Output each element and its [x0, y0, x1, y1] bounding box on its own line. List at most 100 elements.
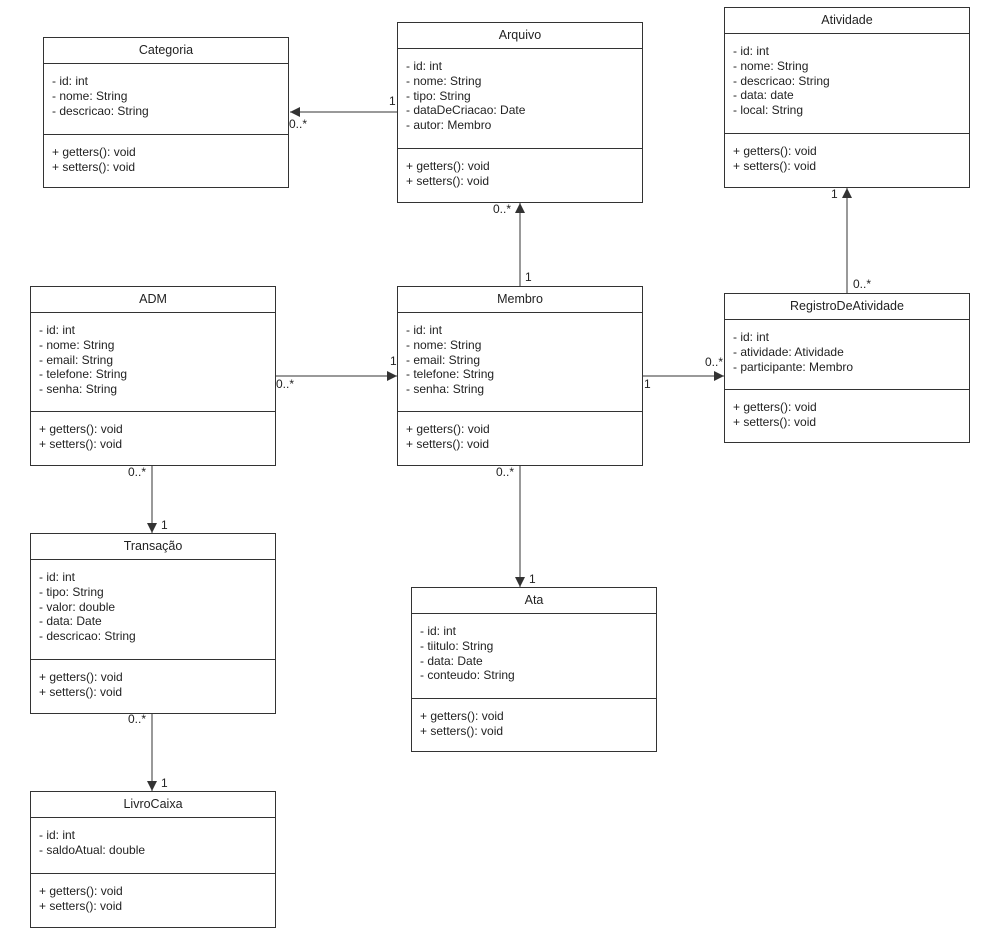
attribute: - participante: Membro: [733, 359, 854, 374]
multiplicity-label: 1: [390, 354, 397, 368]
operation: + setters(): void: [406, 173, 490, 188]
attribute: - descricao: String: [52, 103, 149, 118]
attribute: - id: int: [39, 570, 76, 584]
attributes-section: - id: int - saldoAtual: double: [31, 818, 275, 874]
class-name: Arquivo: [398, 23, 642, 49]
operations-section: + getters(): void + setters(): void: [44, 135, 288, 175]
class-name: ADM: [31, 287, 275, 313]
attribute: - descricao: String: [39, 629, 136, 644]
operations-section: + getters(): void + setters(): void: [31, 874, 275, 914]
operation: + getters(): void: [733, 144, 817, 158]
class-name: Categoria: [44, 38, 288, 64]
attributes-section: - id: int - nome: String - tipo: String …: [398, 49, 642, 149]
multiplicity-label: 0..*: [493, 202, 512, 216]
attribute: - id: int: [52, 74, 89, 88]
multiplicity-label: 0..*: [128, 712, 147, 726]
attribute: - autor: Membro: [406, 118, 492, 133]
class-name: Ata: [412, 588, 656, 614]
attribute: - descricao: String: [733, 73, 830, 88]
class-adm: ADM - id: int - nome: String - email: St…: [30, 286, 276, 466]
operation: + setters(): void: [733, 158, 817, 173]
operation: + getters(): void: [52, 145, 136, 159]
attribute: - data: date: [733, 88, 794, 103]
class-ata: Ata - id: int - tiitulo: String - data: …: [411, 587, 657, 752]
attributes-section: - id: int - nome: String - descricao: St…: [44, 64, 288, 135]
class-membro: Membro - id: int - nome: String - email:…: [397, 286, 643, 466]
operations-section: + getters(): void + setters(): void: [398, 149, 642, 189]
operation: + getters(): void: [406, 422, 490, 436]
multiplicity-label: 0..*: [289, 117, 308, 131]
multiplicity-label: 1: [644, 377, 651, 391]
operation: + getters(): void: [420, 709, 504, 723]
multiplicity-label: 0..*: [496, 465, 515, 479]
attribute: - data: Date: [420, 653, 483, 668]
attribute: - local: String: [733, 103, 804, 118]
attribute: - id: int: [39, 323, 76, 337]
attribute: - saldoAtual: double: [39, 842, 146, 857]
multiplicity-label: 1: [161, 518, 168, 532]
operation: + getters(): void: [733, 400, 817, 414]
attribute: - email: String: [39, 352, 114, 367]
class-name: Membro: [398, 287, 642, 313]
operation: + setters(): void: [52, 159, 136, 174]
operation: + setters(): void: [733, 414, 817, 429]
attribute: - nome: String: [39, 337, 115, 352]
multiplicity-label: 1: [525, 270, 532, 284]
class-atividade: Atividade - id: int - nome: String - des…: [724, 7, 970, 188]
attribute: - dataDeCriacao: Date: [406, 103, 526, 118]
attribute: - senha: String: [406, 382, 485, 397]
operations-section: + getters(): void + setters(): void: [725, 134, 969, 174]
multiplicity-label: 0..*: [853, 277, 872, 291]
multiplicity-label: 1: [161, 776, 168, 790]
attribute: - id: int: [406, 323, 443, 337]
multiplicity-label: 1: [389, 94, 396, 108]
operations-section: + getters(): void + setters(): void: [725, 390, 969, 430]
attributes-section: - id: int - nome: String - descricao: St…: [725, 34, 969, 134]
operation: + setters(): void: [39, 898, 123, 913]
operations-section: + getters(): void + setters(): void: [412, 699, 656, 739]
attribute: - nome: String: [406, 337, 482, 352]
attribute: - nome: String: [52, 88, 128, 103]
attribute: - telefone: String: [39, 367, 128, 382]
attribute: - telefone: String: [406, 367, 495, 382]
class-registro-de-atividade: RegistroDeAtividade - id: int - atividad…: [724, 293, 970, 443]
attribute: - senha: String: [39, 382, 118, 397]
operation: + getters(): void: [406, 159, 490, 173]
multiplicity-label: 0..*: [128, 465, 147, 479]
multiplicity-label: 0..*: [705, 355, 724, 369]
attribute: - tipo: String: [406, 88, 471, 103]
class-categoria: Categoria - id: int - nome: String - des…: [43, 37, 289, 188]
attributes-section: - id: int - tipo: String - valor: double…: [31, 560, 275, 660]
class-name: RegistroDeAtividade: [725, 294, 969, 320]
class-name: LivroCaixa: [31, 792, 275, 818]
operations-section: + getters(): void + setters(): void: [31, 660, 275, 700]
attributes-section: - id: int - tiitulo: String - data: Date…: [412, 614, 656, 699]
operation: + setters(): void: [406, 436, 490, 451]
attribute: - data: Date: [39, 614, 102, 629]
attribute: - atividade: Atividade: [733, 344, 844, 359]
class-arquivo: Arquivo - id: int - nome: String - tipo:…: [397, 22, 643, 203]
operation: + setters(): void: [39, 684, 123, 699]
attribute: - email: String: [406, 352, 481, 367]
operation: + getters(): void: [39, 670, 123, 684]
attribute: - conteudo: String: [420, 668, 515, 683]
attributes-section: - id: int - atividade: Atividade - parti…: [725, 320, 969, 390]
attribute: - id: int: [733, 330, 770, 344]
class-name: Atividade: [725, 8, 969, 34]
multiplicity-label: 1: [529, 572, 536, 586]
class-name: Transação: [31, 534, 275, 560]
attribute: - id: int: [733, 44, 770, 58]
attribute: - valor: double: [39, 599, 116, 614]
operation: + setters(): void: [39, 436, 123, 451]
multiplicity-label: 1: [831, 187, 838, 201]
attribute: - tipo: String: [39, 584, 104, 599]
class-transacao: Transação - id: int - tipo: String - val…: [30, 533, 276, 714]
operation: + setters(): void: [420, 723, 504, 738]
operation: + getters(): void: [39, 884, 123, 898]
multiplicity-label: 0..*: [276, 377, 295, 391]
operations-section: + getters(): void + setters(): void: [398, 412, 642, 452]
attributes-section: - id: int - nome: String - email: String…: [31, 313, 275, 412]
attributes-section: - id: int - nome: String - email: String…: [398, 313, 642, 412]
attribute: - nome: String: [733, 58, 809, 73]
